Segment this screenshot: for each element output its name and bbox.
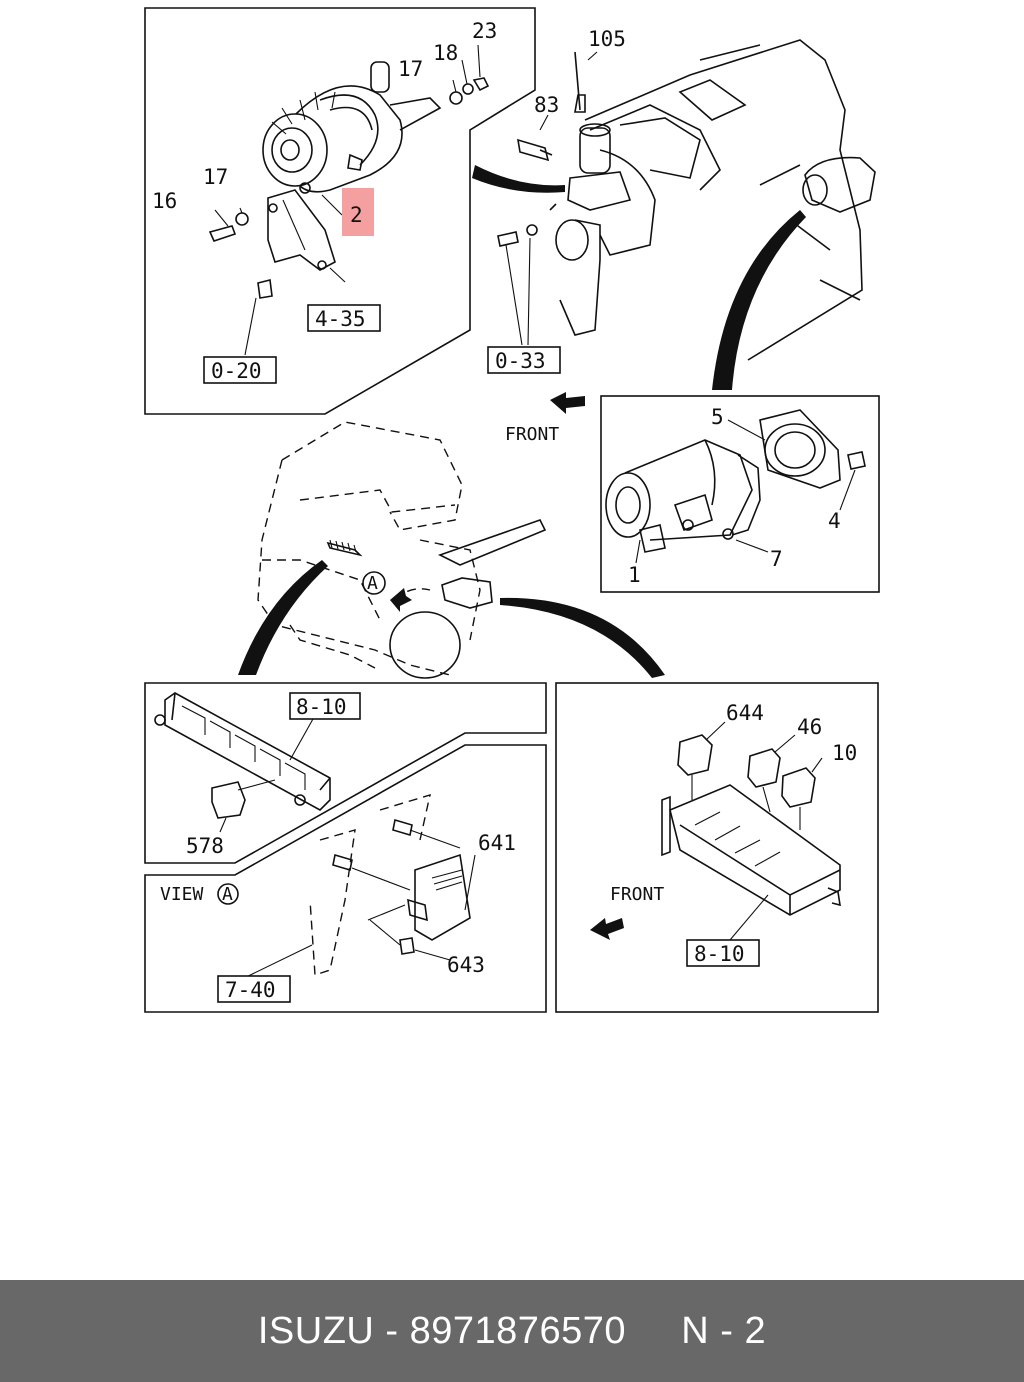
callout-16: 16 [152, 189, 177, 213]
callout-23: 23 [472, 19, 497, 43]
callout-7: 7 [770, 547, 783, 571]
ref-0-33: 0-33 [495, 349, 546, 373]
callout-643: 643 [447, 953, 485, 977]
front-arrow-bottom [590, 918, 624, 940]
front-label-top: FRONT [505, 424, 559, 445]
view-a-drawing [239, 793, 476, 981]
brand-name: ISUZU [257, 1309, 375, 1352]
starter-panel: 5 4 7 1 [600, 395, 880, 593]
callout-105: 105 [588, 27, 626, 51]
ref-0-20: 0-20 [211, 359, 262, 383]
callout-17: 17 [203, 165, 228, 189]
front-label-bottom: FRONT [610, 884, 664, 905]
callout-5: 5 [711, 405, 724, 429]
truck-cab-drawing [238, 421, 665, 679]
highlight-part-2 [342, 188, 374, 236]
ref-7-40: 7-40 [225, 978, 276, 1002]
callout-644: 644 [726, 701, 764, 725]
relay-strip-drawing [154, 692, 331, 833]
relay-box-panel: 644 46 10 FRONT 8-10 [555, 682, 879, 1013]
callout-2: 2 [350, 203, 363, 227]
view-marker-a: A [367, 573, 378, 594]
engine-drawing [472, 39, 876, 390]
ref-4-35: 4-35 [315, 307, 366, 331]
part-number-footer: ISUZU - 8971876570 N - 2 [0, 1280, 1024, 1382]
callout-83: 83 [534, 93, 559, 117]
view-a-letter: A [222, 884, 233, 905]
alternator-drawing [262, 61, 442, 194]
callout-46: 46 [797, 715, 822, 739]
ref-8-10-right: 8-10 [694, 942, 745, 966]
ref-8-10-left: 8-10 [296, 695, 347, 719]
starter-drawing [605, 409, 866, 564]
callout-1: 1 [628, 563, 641, 587]
callout-17: 17 [398, 57, 423, 81]
callout-641: 641 [478, 831, 516, 855]
callout-578: 578 [186, 834, 224, 858]
front-arrow-top [550, 392, 585, 414]
relay-box-drawing [661, 721, 841, 941]
callout-4: 4 [828, 509, 841, 533]
part-number: 8971876570 [409, 1309, 626, 1352]
parts-diagram: 23 18 17 17 16 2 4-35 0-20 105 [144, 7, 880, 1013]
bolts-washers [208, 44, 490, 356]
callout-10: 10 [832, 741, 857, 765]
page-indicator: N - 2 [681, 1309, 767, 1352]
relay-strip-panel: 8-10 578 [144, 682, 547, 864]
callout-18: 18 [433, 41, 458, 65]
view-a-label: VIEW [160, 884, 204, 905]
separator: - [385, 1309, 399, 1352]
view-a-panel: VIEW A 641 643 7-40 [144, 744, 547, 1013]
bracket-drawing [267, 189, 336, 271]
alternator-panel: 23 18 17 17 16 2 4-35 0-20 [144, 7, 536, 415]
